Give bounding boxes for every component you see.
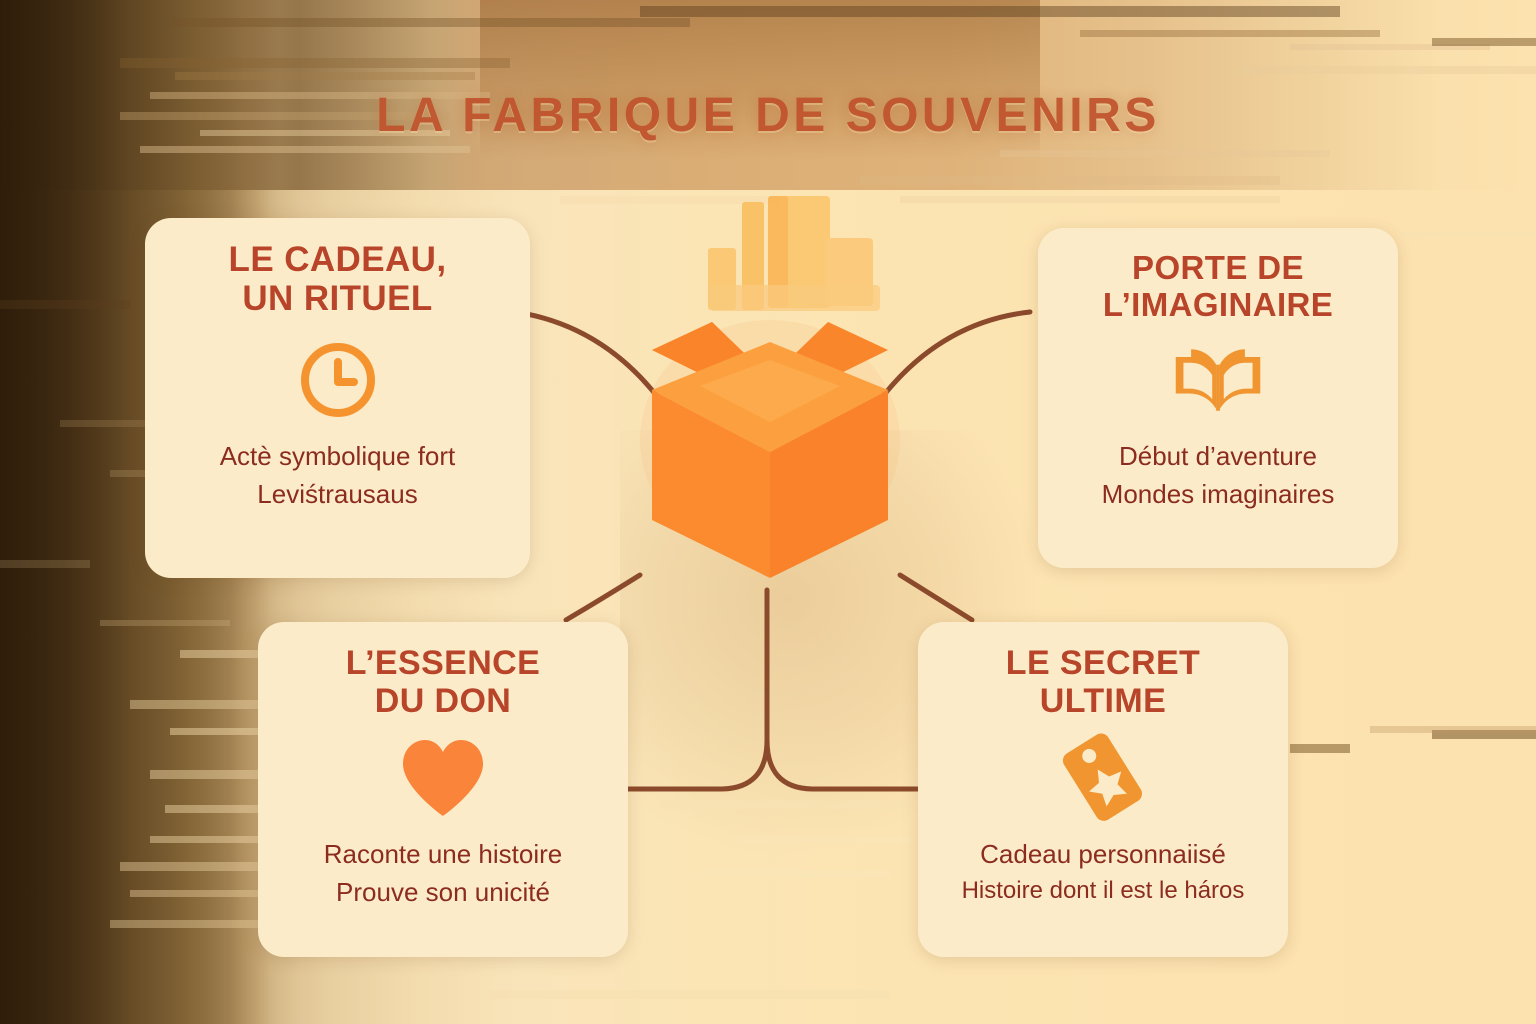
connector-top-right [877, 309, 1033, 403]
card-line-1: Début d’aventure [1118, 440, 1318, 471]
card-title: PORTE DE L’IMAGINAIRE [1102, 249, 1334, 323]
card-line-2: Leviśtrausaus [257, 479, 418, 510]
connector-bottom-left-branch [563, 572, 643, 623]
card-title: LE CADEAU, UN RITUEL [228, 240, 447, 319]
card-line-1: Actè symbolique fort [219, 441, 456, 472]
burst-rays-icon [708, 196, 880, 311]
connector-stem-left [622, 737, 770, 792]
connector-bottom-right-branch [897, 572, 975, 623]
price-tag-star-icon [1055, 732, 1151, 824]
center-gift-box [620, 190, 920, 590]
card-le-cadeau-un-rituel[interactable]: LE CADEAU, UN RITUEL Actè symbolique for… [145, 218, 530, 578]
card-porte-de-limaginaire[interactable]: PORTE DE L’IMAGINAIRE Début d’aventure M… [1038, 228, 1398, 568]
background-top-band-secondary [480, 0, 1040, 160]
card-line-2: Histoire dont il est le háros [961, 876, 1245, 904]
card-lessence-du-don[interactable]: L’ESSENCE DU DON Raconte une histoire Pr… [258, 622, 628, 957]
open-book-icon [1170, 334, 1266, 426]
card-title: L’ESSENCE DU DON [345, 644, 541, 721]
connector-stem-right [764, 587, 938, 792]
card-line-2: Prouve son unicité [336, 876, 550, 907]
card-line-1: Raconte une histoire [323, 839, 563, 870]
card-line-1: Cadeau personnaiisé [980, 839, 1226, 870]
card-line-2: Mondes imaginaires [1101, 478, 1335, 509]
heart-icon [395, 732, 491, 824]
clock-icon [290, 334, 386, 426]
background-left-shade-deep [0, 0, 130, 1024]
card-title: LE SECRET ULTIME [1005, 644, 1201, 721]
card-le-secret-ultime[interactable]: LE SECRET ULTIME Cadeau personnaiisé His… [918, 622, 1288, 957]
page-title: LA FABRIQUE DE SOUVENIRS [376, 89, 1160, 142]
